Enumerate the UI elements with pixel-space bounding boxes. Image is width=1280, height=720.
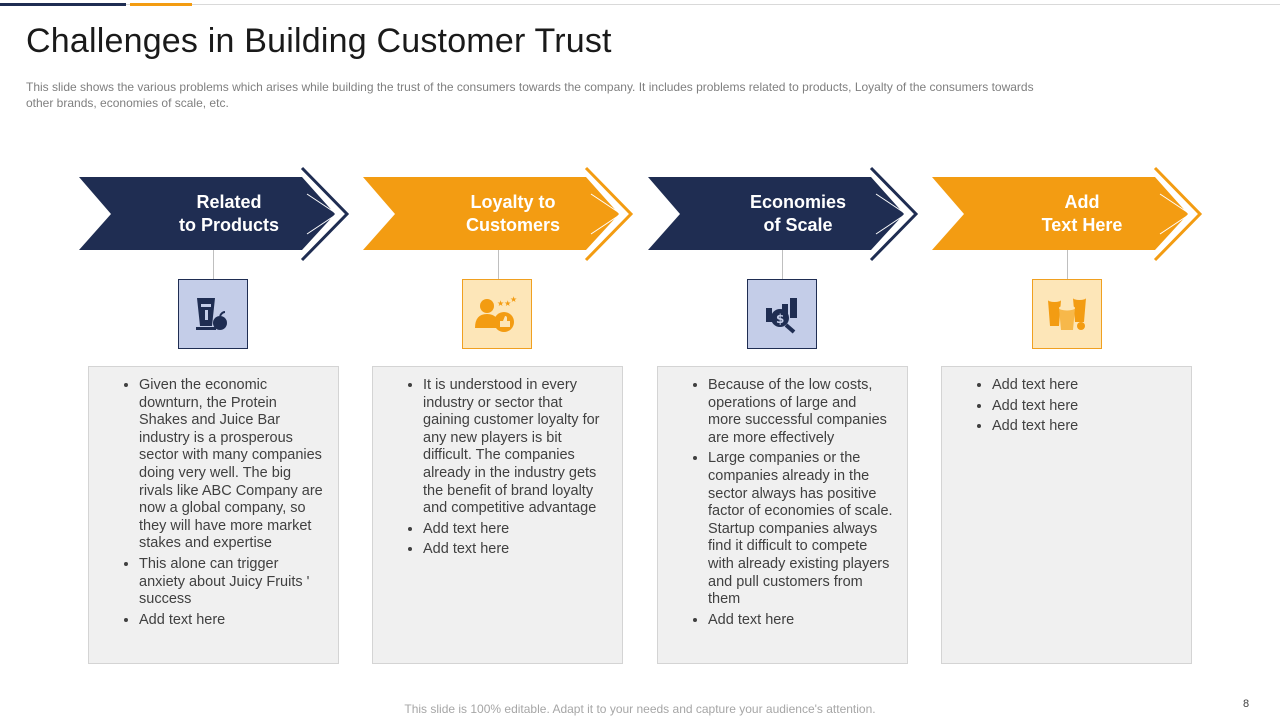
top-divider <box>0 4 1280 5</box>
content-box: Add text here Add text here Add text her… <box>941 366 1192 664</box>
footer-note: This slide is 100% editable. Adapt it to… <box>404 702 876 716</box>
bullet-item: This alone can trigger anxiety about Jui… <box>139 556 324 609</box>
bullet-item: Add text here <box>139 612 324 630</box>
bullet-item: Add text here <box>992 418 1177 436</box>
slide-subtitle: This slide shows the various problems wh… <box>26 80 1034 110</box>
content-box: Because of the low costs, operations of … <box>657 366 908 664</box>
cost-analysis-chart-icon: $ <box>747 279 817 349</box>
bullet-item: Add text here <box>992 377 1177 395</box>
bullet-item: Add text here <box>423 521 608 539</box>
connector-line <box>782 250 783 280</box>
svg-text:★: ★ <box>510 295 517 304</box>
customer-loyalty-thumbs-up-icon: ★★ ★ <box>462 279 532 349</box>
connector-line <box>213 250 214 280</box>
bullet-item: Because of the low costs, operations of … <box>708 377 893 447</box>
connector-line <box>1067 250 1068 280</box>
bullet-item: Add text here <box>992 398 1177 416</box>
svg-text:★★: ★★ <box>497 299 511 308</box>
svg-text:$: $ <box>776 312 784 326</box>
bullet-item: Given the economic downturn, the Protein… <box>139 377 324 553</box>
bullet-item: Large companies or the companies already… <box>708 450 893 608</box>
slide-title: Challenges in Building Customer Trust <box>26 22 612 60</box>
connector-line <box>498 250 499 280</box>
bullet-item: Add text here <box>708 612 893 630</box>
content-box: Given the economic downturn, the Protein… <box>88 366 339 664</box>
page-number: 8 <box>1243 698 1250 710</box>
protein-shake-fruit-icon <box>178 279 248 349</box>
bullet-item: It is understood in every industry or se… <box>423 377 608 518</box>
bullet-item: Add text here <box>423 541 608 559</box>
top-accent-navy <box>0 3 126 6</box>
juice-glasses-icon <box>1032 279 1102 349</box>
top-accent-orange <box>130 3 192 6</box>
content-box: It is understood in every industry or se… <box>372 366 623 664</box>
